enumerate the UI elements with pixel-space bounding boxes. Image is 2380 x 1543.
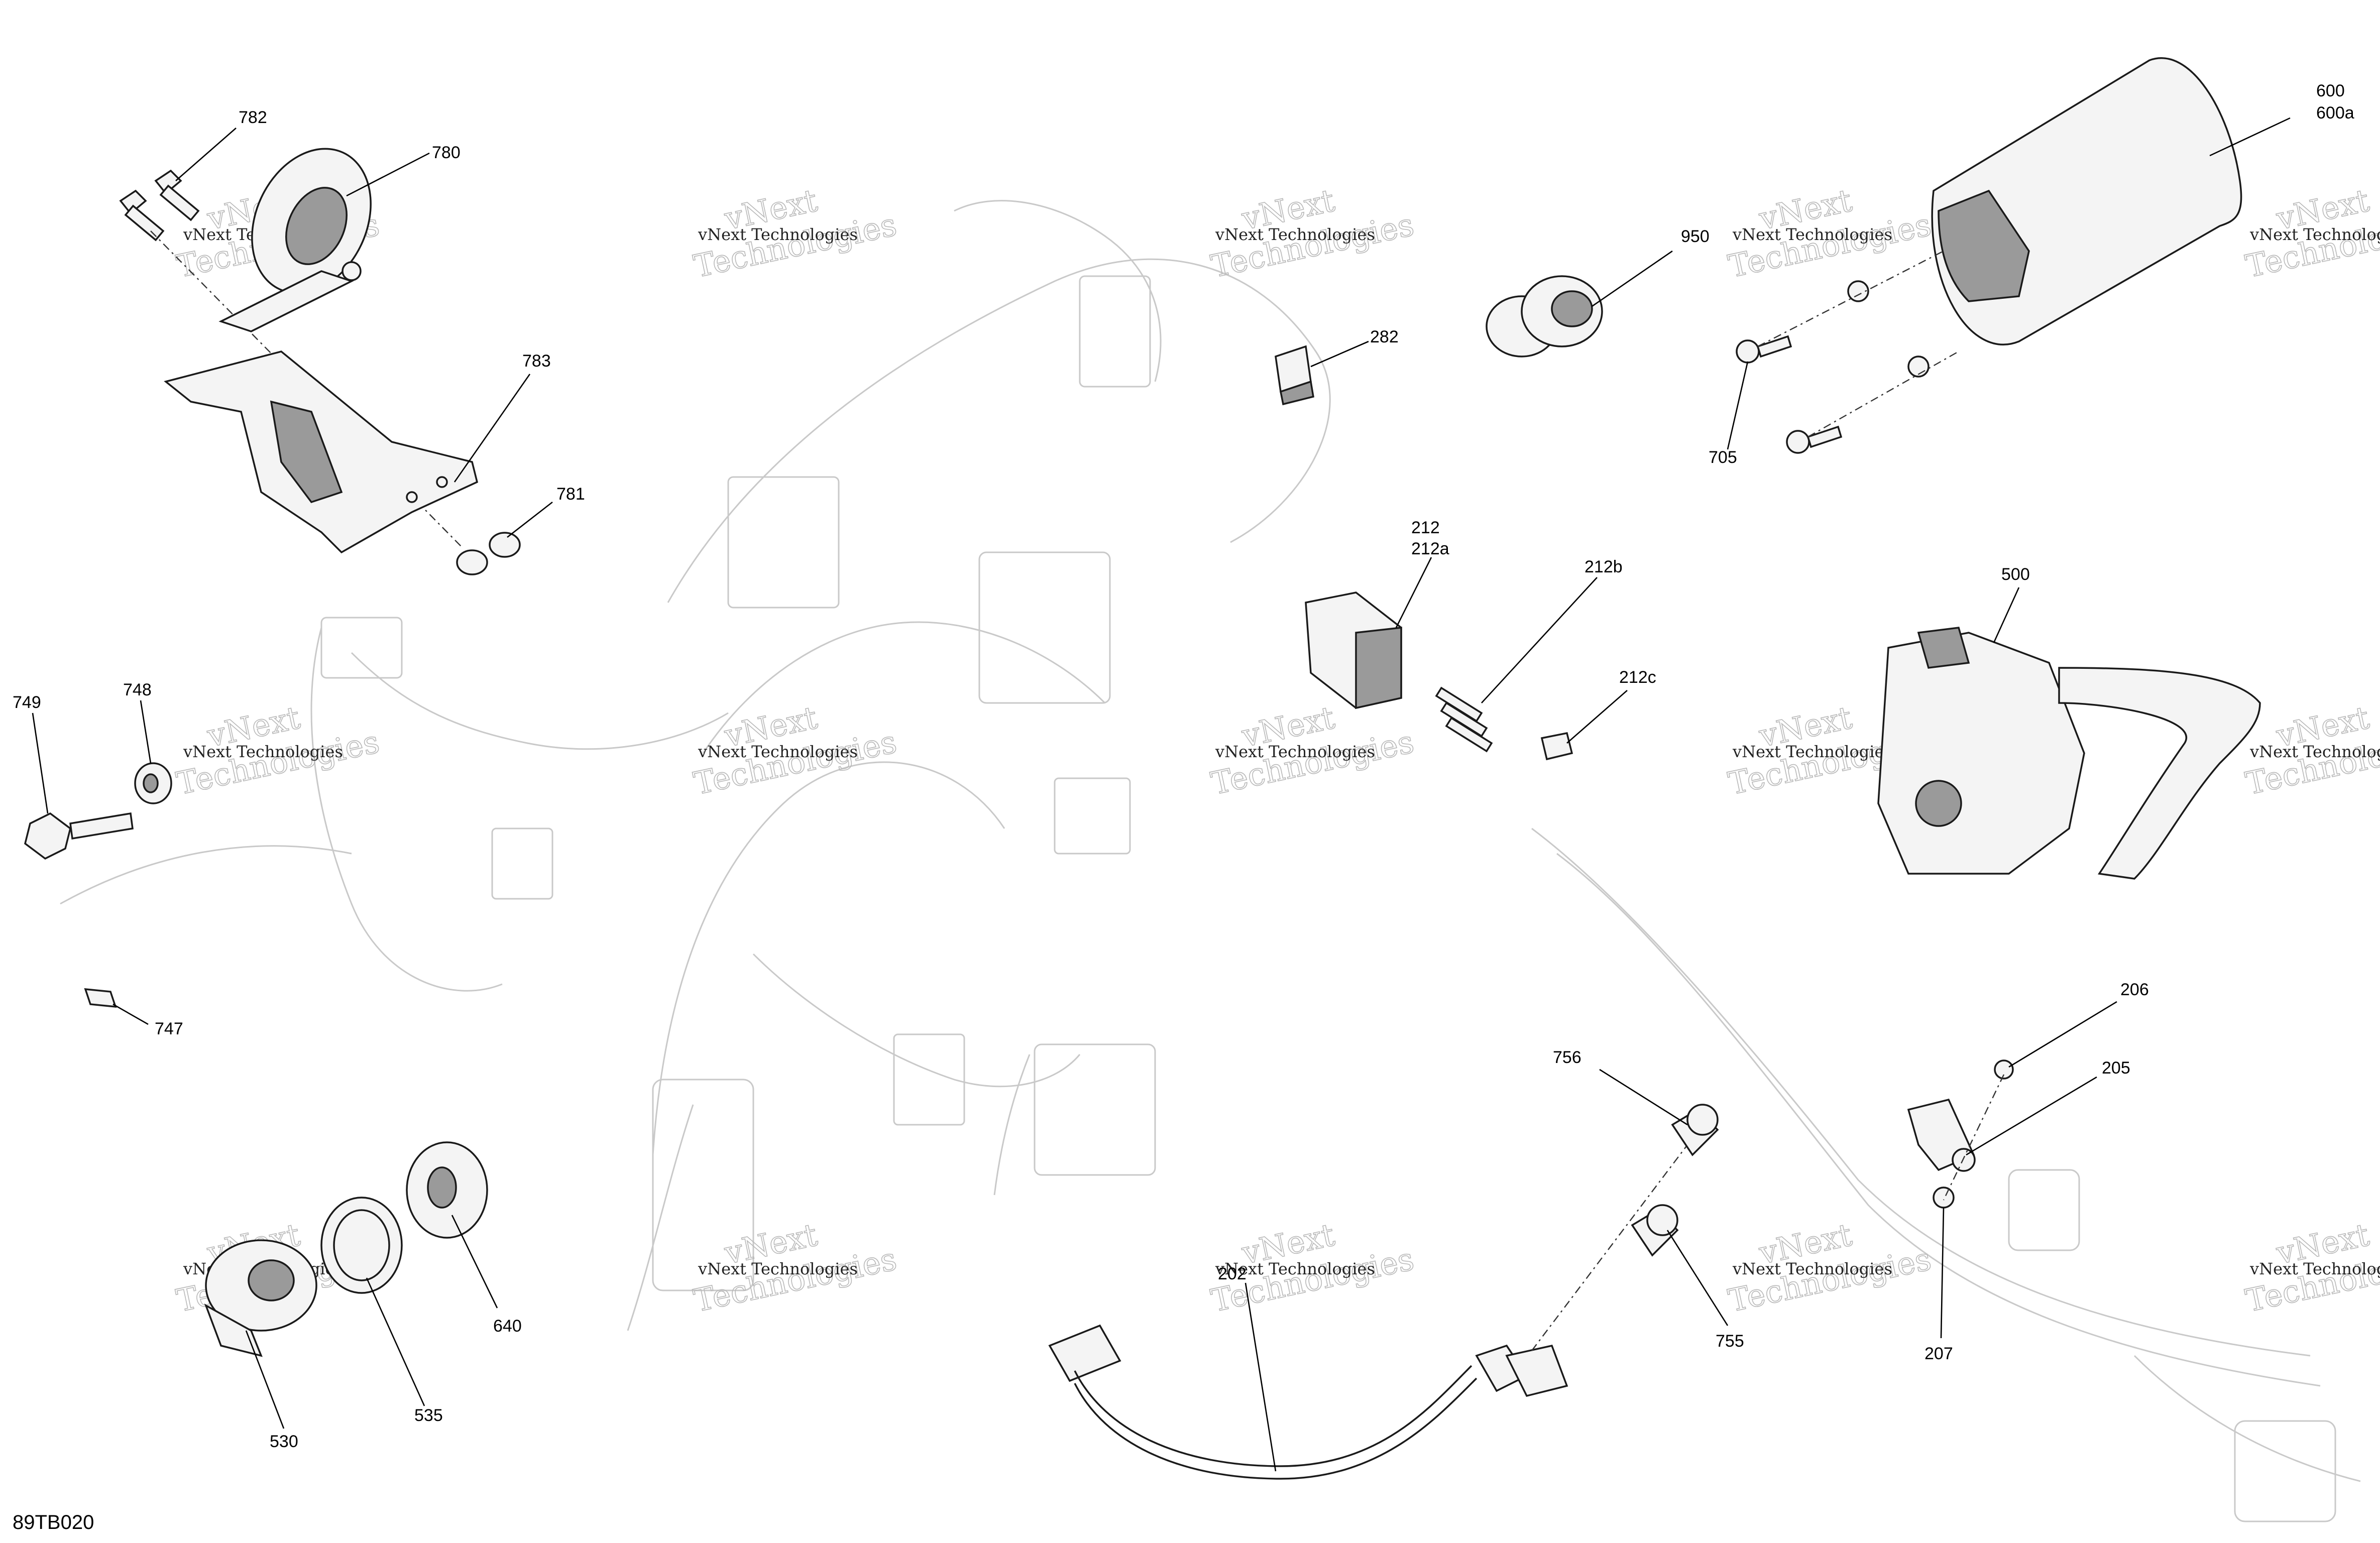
watermark-small: vNext Technologies [2249,1259,2380,1278]
callout-755: 755 [1716,1332,1744,1351]
callout-749: 749 [13,693,41,712]
callout-labels: 782 780 783 781 282 950 600 600a 705 212… [13,81,2354,1451]
callout-781: 781 [556,485,585,504]
horn-bracket-part [164,270,479,554]
watermark-small: vNext Technologies [698,742,858,761]
harness-part [1048,1324,1568,1480]
ignition-switch-part [204,1239,317,1357]
callout-640: 640 [493,1317,522,1336]
callout-206: 206 [2120,980,2149,999]
watermark-small: vNext Technologies [1732,225,1892,244]
watermark-small: vNext Technologies [2249,742,2380,761]
callout-212b: 212b [1584,557,1623,576]
clamp-part [1907,1098,1976,1172]
washer-part [134,762,172,804]
connector-part [1305,591,1402,709]
watermark-small: vNext Technologies [1215,1259,1375,1278]
watermark-small: vNext Technologies [1215,225,1375,244]
callout-205: 205 [2102,1058,2130,1078]
bolt-part [24,812,134,860]
watermark-small: vNext Technologies [2249,225,2380,244]
assembly-line [1757,250,1944,347]
watermark-small: vNext Technologies [1732,742,1892,761]
callout-950: 950 [1681,227,1710,246]
nut-part [456,532,521,575]
watermark-small: vNext Technologies [1732,1259,1892,1278]
screw-part [1736,280,1930,454]
watermark-small: vNext Technologies [1215,742,1375,761]
callout-212: 212 [1411,518,1440,537]
callout-500: 500 [2001,565,2030,584]
callout-212a: 212a [1411,539,1449,558]
figure-id: 89TB020 [13,1511,94,1533]
callout-202: 202 [1218,1264,1246,1283]
callout-600: 600 [2316,81,2345,100]
assembly-line [1943,1074,2005,1201]
leader-lines [32,117,2291,1472]
watermark-small: vNext Technologies [183,742,343,761]
plug-part [1540,732,1573,761]
callout-783: 783 [522,351,551,371]
assembly-line [1531,1144,1688,1351]
bolt-part [119,169,200,242]
callout-282: 282 [1370,327,1399,346]
grommet-part [1631,1104,1719,1257]
horn-part [251,148,372,294]
power-socket-part [1486,275,1603,358]
callout-530: 530 [270,1432,298,1451]
callout-782: 782 [239,108,267,127]
terminal-part [1435,686,1493,753]
clip-part [84,988,117,1008]
relay-part [1275,345,1314,406]
callout-748: 748 [123,680,152,699]
display-cover-part [1931,57,2242,345]
callout-212c: 212c [1619,668,1656,687]
watermark-small: vNext Technologies [698,225,858,244]
switch-block-part [1877,627,2261,880]
ring-nut-part [320,1197,403,1294]
callout-756: 756 [1553,1048,1581,1067]
assembly-line [1807,350,1959,438]
background-wiring-harness [60,200,2361,1522]
callout-705: 705 [1709,448,1737,467]
callout-600a: 600a [2316,103,2354,123]
key-cap-part [406,1141,488,1239]
callout-535: 535 [414,1406,443,1425]
washer-part [1933,1186,1955,1209]
callout-207: 207 [1924,1344,1953,1363]
callout-780: 780 [432,143,461,162]
nut-part [1994,1059,2014,1080]
callout-747: 747 [155,1019,183,1038]
watermark-small: vNext Technologies [698,1259,858,1278]
